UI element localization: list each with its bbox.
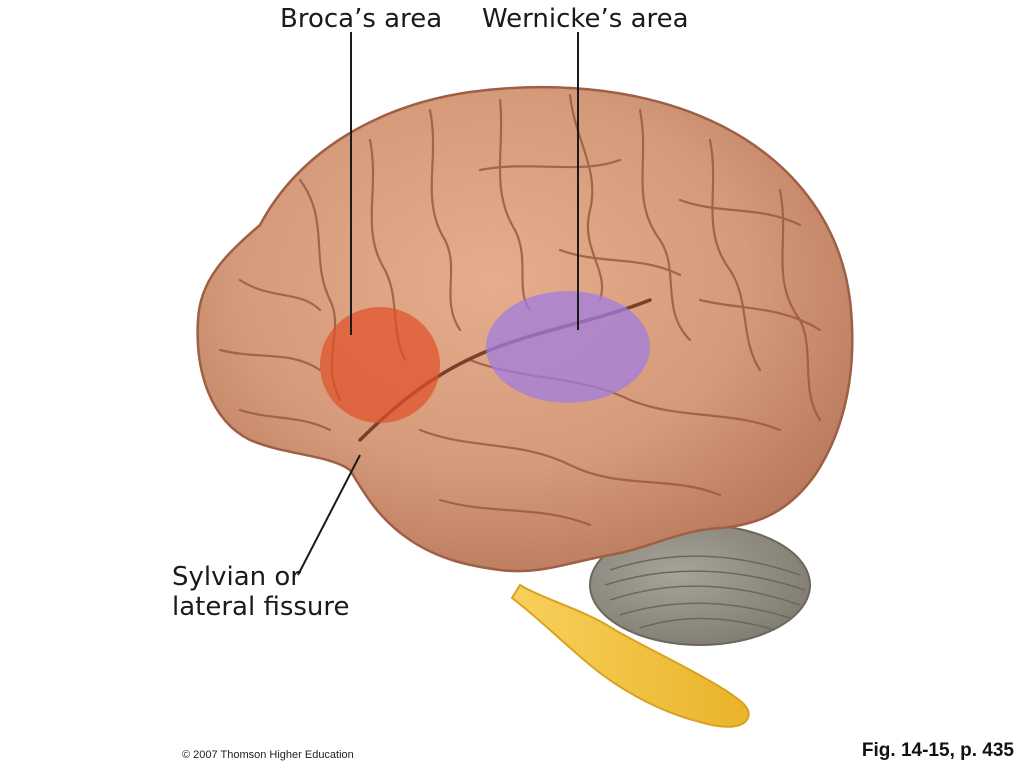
broca-area-label: Broca’s area (280, 4, 443, 34)
sylvian-label-line1: Sylvian or (172, 562, 301, 592)
wernicke-area-region (486, 291, 650, 403)
sylvian-leader-line (297, 454, 361, 576)
sylvian-fissure-label: Sylvian or lateral fissure (172, 562, 350, 622)
copyright-notice: © 2007 Thomson Higher Education (182, 749, 354, 761)
figure-reference: Fig. 14-15, p. 435 (861, 740, 1014, 761)
wernicke-area-label: Wernicke’s area (482, 4, 689, 34)
brainstem (510, 583, 750, 728)
broca-area-region (320, 307, 440, 423)
sylvian-label-line2: lateral fissure (172, 592, 350, 622)
